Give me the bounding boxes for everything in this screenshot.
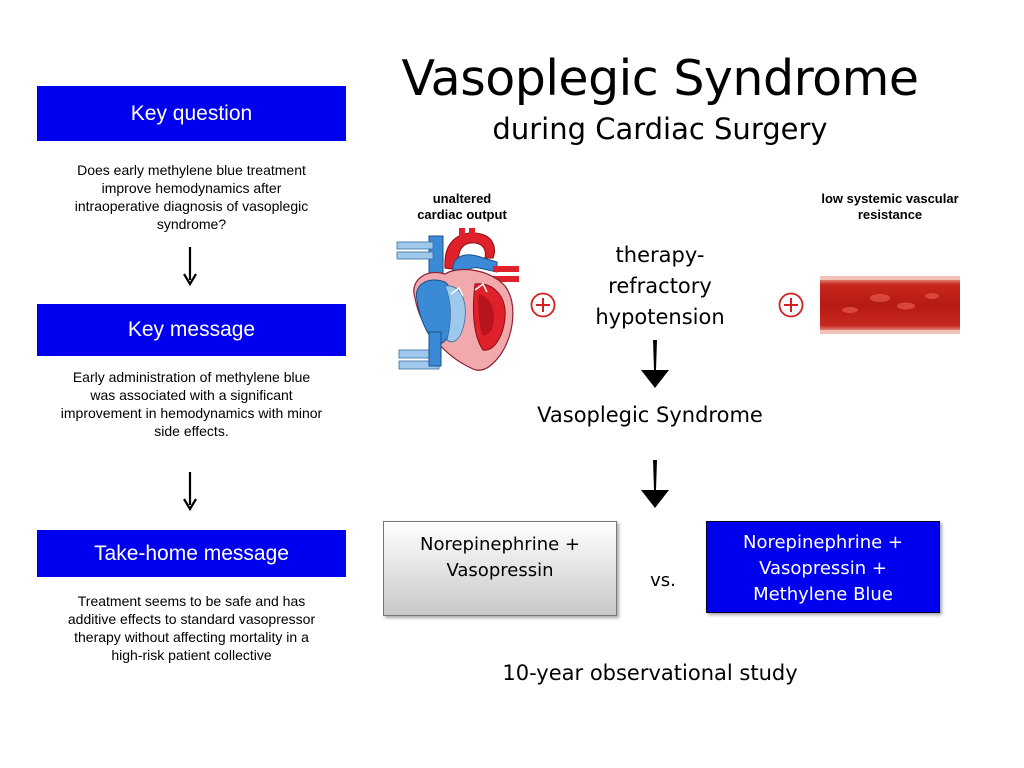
arrow-down-icon (641, 340, 669, 388)
key-message-line: side effects. (154, 423, 229, 439)
syndrome-label: Vasoplegic Syndrome (537, 403, 763, 427)
key-question-line: improve hemodynamics after (101, 180, 282, 196)
plus-icon (778, 292, 804, 318)
plus-icon (530, 292, 556, 318)
take-home-line: therapy without affecting mortality in a (74, 629, 309, 645)
key-question-heading: Key question (130, 101, 253, 125)
key-question-header: Key question (37, 86, 346, 141)
heart-illustration (396, 228, 519, 371)
key-question-line: intraoperative diagnosis of vasoplegic (74, 198, 309, 214)
key-question-line: syndrome? (156, 216, 227, 232)
take-home-heading: Take-home message (94, 541, 289, 565)
option-standard-box: Norepinephrine + Vasopressin (383, 521, 617, 616)
blood-vessel-illustration (820, 276, 960, 334)
key-message-line: Early administration of methylene blue (72, 369, 311, 385)
option-standard-line: Vasopressin (446, 560, 554, 581)
vessel-label-line: low systemic vascular (821, 191, 959, 206)
key-question-text: Does early methylene blue treatment impr… (37, 161, 346, 233)
option-methylene-line: Methylene Blue (753, 584, 893, 605)
key-message-line: improvement in hemodynamics with minor (60, 405, 323, 421)
take-home-line: additive effects to standard vasopressor (67, 611, 316, 627)
arrow-down-icon (641, 460, 669, 508)
option-standard-line: Norepinephrine + (420, 534, 580, 555)
page-subtitle: during Cardiac Surgery (492, 112, 828, 146)
key-question-line: Does early methylene blue treatment (77, 162, 306, 178)
hypotension-line: refractory (608, 274, 712, 298)
take-home-header: Take-home message (37, 530, 346, 577)
key-message-text: Early administration of methylene blue w… (37, 368, 346, 440)
hypotension-text: therapy- refractory hypotension (570, 240, 750, 333)
heart-label-line: cardiac output (417, 207, 507, 222)
take-home-text: Treatment seems to be safe and has addit… (37, 592, 346, 664)
vessel-label: low systemic vascular resistance (800, 191, 980, 223)
page-title: Vasoplegic Syndrome (401, 50, 919, 107)
arrow-down-icon (183, 472, 197, 512)
hypotension-line: hypotension (595, 305, 725, 329)
option-methylene-box: Norepinephrine + Vasopressin + Methylene… (706, 521, 940, 613)
heart-label-line: unaltered (432, 191, 492, 206)
take-home-line: Treatment seems to be safe and has (77, 593, 306, 609)
take-home-line: high-risk patient collective (111, 647, 272, 663)
vs-label: vs. (650, 570, 676, 591)
vessel-label-line: resistance (857, 207, 923, 222)
key-message-heading: Key message (127, 318, 256, 341)
option-methylene-line: Vasopressin + (759, 558, 887, 579)
heart-label: unaltered cardiac output (392, 191, 532, 223)
study-footer: 10-year observational study (502, 661, 798, 685)
key-message-header: Key message (37, 304, 346, 356)
option-methylene-line: Norepinephrine + (743, 532, 903, 553)
key-message-line: was associated with a significant (90, 387, 293, 403)
hypotension-line: therapy- (615, 243, 705, 267)
arrow-down-icon (183, 247, 197, 287)
